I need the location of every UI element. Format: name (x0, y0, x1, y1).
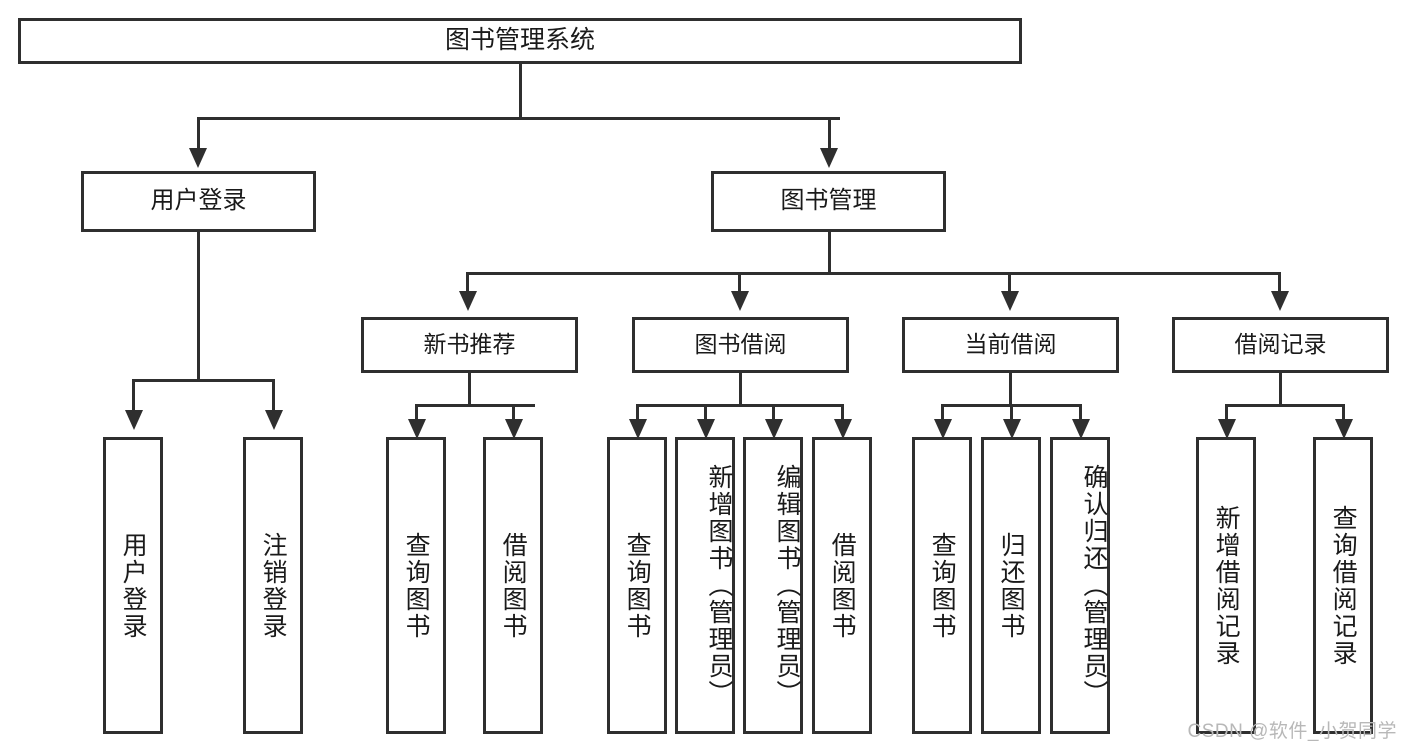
node-label: 借阅图书 (828, 531, 857, 640)
connector-new-book-bar (415, 404, 535, 407)
connector-to-leaf-add-record (1225, 404, 1228, 422)
arrowhead-icon (933, 419, 952, 439)
connector-to-leaf-user-login (132, 379, 135, 413)
leaf-edit-book-admin[interactable]: 编辑图书（管理员） (743, 437, 803, 734)
arrowhead-icon (1334, 419, 1353, 439)
arrowhead-icon (1000, 291, 1019, 311)
node-label: 查询图书 (623, 531, 652, 640)
leaf-logout[interactable]: 注销登录 (243, 437, 303, 734)
node-label: 借阅记录 (1234, 331, 1327, 358)
node-current-borrow[interactable]: 当前借阅 (902, 317, 1119, 373)
connector-new-book-stem (468, 373, 471, 407)
connector-to-new-book-recommend (466, 272, 469, 294)
connector-user-login-bar (132, 379, 275, 382)
connector-to-leaf-query-book-1 (415, 404, 418, 422)
arrowhead-icon (1002, 419, 1021, 439)
arrowhead-icon (764, 419, 783, 439)
node-label: 确认归还（管理员） (1080, 464, 1108, 707)
arrowhead-icon (458, 291, 477, 311)
connector-root-to-user-login (197, 117, 200, 151)
leaf-query-borrow-record[interactable]: 查询借阅记录 (1313, 437, 1373, 734)
node-label: 查询图书 (928, 531, 957, 640)
leaf-query-book-current[interactable]: 查询图书 (912, 437, 972, 734)
node-label: 编辑图书（管理员） (773, 464, 801, 707)
arrowhead-icon (407, 419, 426, 439)
leaf-user-login[interactable]: 用户登录 (103, 437, 163, 734)
leaf-borrow-book-recommend[interactable]: 借阅图书 (483, 437, 543, 734)
connector-book-manage-stem (828, 232, 831, 274)
connector-to-leaf-query-record (1342, 404, 1345, 422)
node-label: 新增图书（管理员） (705, 464, 733, 707)
connector-root-stem (518, 64, 522, 119)
leaf-query-book-recommend[interactable]: 查询图书 (386, 437, 446, 734)
node-label: 用户登录 (150, 187, 247, 215)
connector-root-bar (197, 117, 840, 120)
connector-borrow-record-bar (1225, 404, 1345, 407)
arrowhead-icon (833, 419, 852, 439)
node-label: 注销登录 (259, 531, 288, 640)
connector-user-login-stem (197, 232, 200, 382)
arrowhead-icon (696, 419, 715, 439)
connector-book-borrow-bar (636, 404, 844, 407)
connector-to-leaf-add-book (704, 404, 707, 422)
arrowhead-icon (124, 410, 143, 430)
node-label: 当前借阅 (964, 331, 1057, 358)
leaf-borrow-book[interactable]: 借阅图书 (812, 437, 872, 734)
node-label: 新书推荐 (423, 331, 516, 358)
connector-to-book-borrow (738, 272, 741, 294)
leaf-return-book[interactable]: 归还图书 (981, 437, 1041, 734)
node-label: 查询图书 (402, 531, 431, 640)
leaf-add-book-admin[interactable]: 新增图书（管理员） (675, 437, 735, 734)
watermark-text: CSDN @软件_小贺同学 (1187, 721, 1397, 742)
connector-to-leaf-borrow-book-2 (841, 404, 844, 422)
connector-to-leaf-confirm-return (1079, 404, 1082, 422)
node-label: 图书借阅 (694, 331, 787, 358)
arrowhead-icon (1270, 291, 1289, 311)
leaf-confirm-return-admin[interactable]: 确认归还（管理员） (1050, 437, 1110, 734)
connector-borrow-record-stem (1279, 373, 1282, 407)
leaf-add-borrow-record[interactable]: 新增借阅记录 (1196, 437, 1256, 734)
node-user-login[interactable]: 用户登录 (81, 171, 316, 232)
connector-book-manage-bar (466, 272, 1278, 275)
node-book-manage[interactable]: 图书管理 (711, 171, 946, 232)
arrowhead-icon (1071, 419, 1090, 439)
node-book-borrow[interactable]: 图书借阅 (632, 317, 849, 373)
node-label: 图书管理系统 (444, 26, 595, 55)
node-label: 图书管理 (780, 187, 877, 215)
node-borrow-record[interactable]: 借阅记录 (1172, 317, 1389, 373)
arrowhead-icon (730, 291, 749, 311)
node-label: 用户登录 (119, 531, 148, 640)
arrowhead-icon (504, 419, 523, 439)
connector-to-borrow-record (1278, 272, 1281, 294)
arrowhead-icon (189, 148, 207, 168)
leaf-query-book-borrow[interactable]: 查询图书 (607, 437, 667, 734)
connector-to-current-borrow (1008, 272, 1011, 294)
node-root-system[interactable]: 图书管理系统 (18, 18, 1022, 64)
node-new-book-recommend[interactable]: 新书推荐 (361, 317, 578, 373)
node-label: 新增借阅记录 (1212, 504, 1241, 667)
connector-book-borrow-stem (739, 373, 742, 407)
connector-to-leaf-edit-book (772, 404, 775, 422)
connector-to-leaf-query-book-3 (941, 404, 944, 422)
arrowhead-icon (820, 148, 838, 168)
connector-to-leaf-query-book-2 (636, 404, 639, 422)
arrowhead-icon (264, 410, 283, 430)
connector-root-to-book-manage (828, 117, 831, 151)
connector-current-borrow-stem (1009, 373, 1012, 407)
arrowhead-icon (628, 419, 647, 439)
node-label: 查询借阅记录 (1329, 504, 1358, 667)
connector-to-leaf-logout (272, 379, 275, 413)
node-label: 归还图书 (997, 531, 1026, 640)
arrowhead-icon (1217, 419, 1236, 439)
connector-to-leaf-return-book (1010, 404, 1013, 422)
connector-to-leaf-borrow-book-1 (512, 404, 515, 422)
node-label: 借阅图书 (499, 531, 528, 640)
